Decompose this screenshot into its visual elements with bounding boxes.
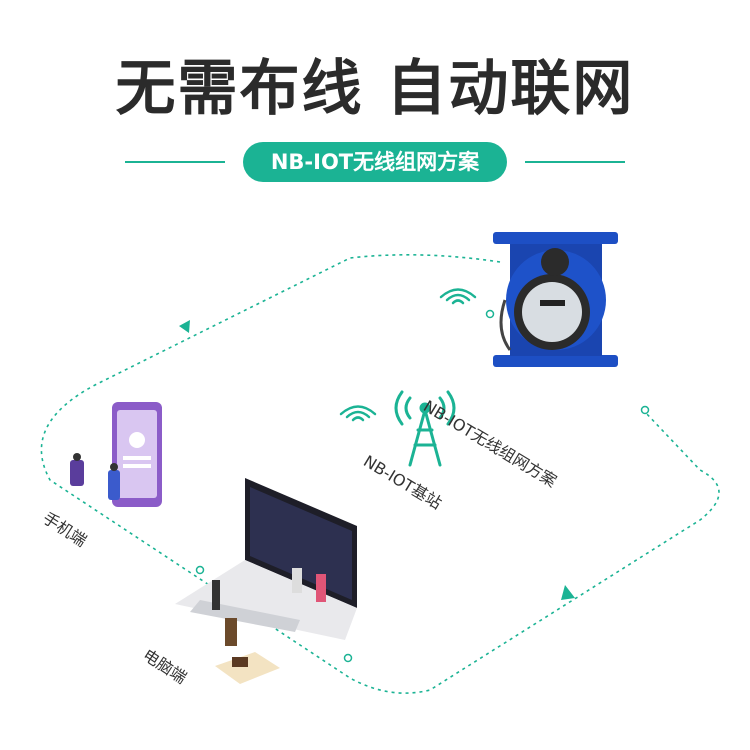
laptop-illustration — [175, 478, 357, 684]
wifi-signal-icon — [439, 288, 477, 305]
subtitle-pill: NB-IOT无线组网方案 — [243, 142, 507, 182]
loop-node — [343, 653, 353, 663]
loop-node — [485, 309, 495, 319]
subtitle-right-line — [525, 161, 625, 163]
loop-node — [195, 565, 205, 575]
arrow-icon — [179, 320, 190, 333]
loop-node — [640, 405, 650, 415]
water-meter-image — [493, 232, 618, 367]
antenna-tower-icon — [394, 390, 456, 467]
subtitle-left-line — [125, 161, 225, 163]
network-loop-path — [40, 254, 720, 694]
page-title: 无需布线 自动联网 — [115, 54, 635, 124]
subtitle-banner: NB-IOT无线组网方案 — [0, 142, 750, 182]
arrow-icon — [561, 585, 575, 600]
wifi-signal-icon — [339, 405, 377, 422]
phone-illustration — [70, 402, 162, 507]
